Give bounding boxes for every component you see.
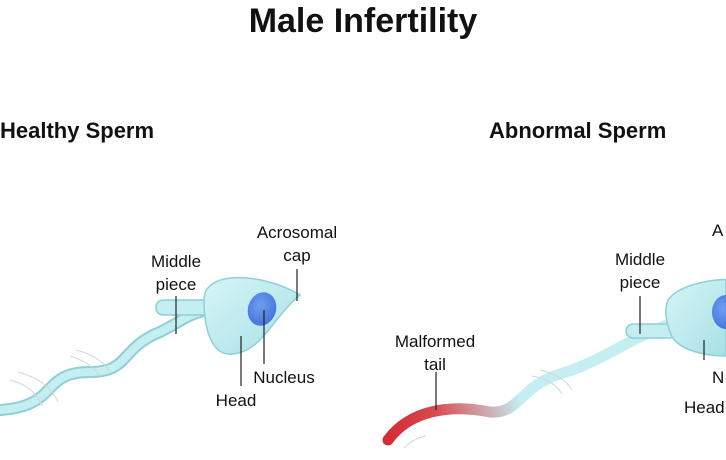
abnormal-nucleus <box>712 295 726 329</box>
motion-lines-mid <box>69 349 111 377</box>
healthy-nucleus <box>247 292 277 326</box>
label-abnormal-middle-piece: Middle piece <box>614 250 666 292</box>
abnormal-head <box>665 278 726 357</box>
healthy-middle-piece <box>155 299 211 316</box>
label-nucleus: Nucleus <box>253 368 315 387</box>
label-abnormal-head-partial: Head <box>684 398 725 417</box>
label-malformed-tail: Malformed tail <box>394 332 476 374</box>
motion-lines-abnormal-tail <box>403 435 427 449</box>
abnormal-sperm <box>382 278 726 449</box>
label-abnormal-nucleus-partial: N <box>712 368 725 387</box>
label-acrosomal-cap: Acrosomal cap <box>256 223 338 265</box>
page-title: Male Infertility <box>248 2 478 40</box>
motion-lines-abnormal <box>531 369 573 395</box>
abnormal-sperm-title: Abnormal Sperm <box>489 118 667 143</box>
abnormal-leader-lines <box>435 296 705 410</box>
label-head: Head <box>215 391 257 410</box>
motion-lines-left <box>9 371 59 407</box>
healthy-leader-lines <box>175 269 298 386</box>
label-abnormal-acrosomal-cap-partial: A <box>712 221 724 240</box>
label-middle-piece: Middle piece <box>150 252 202 294</box>
healthy-sperm-title: Healthy Sperm <box>0 118 155 143</box>
